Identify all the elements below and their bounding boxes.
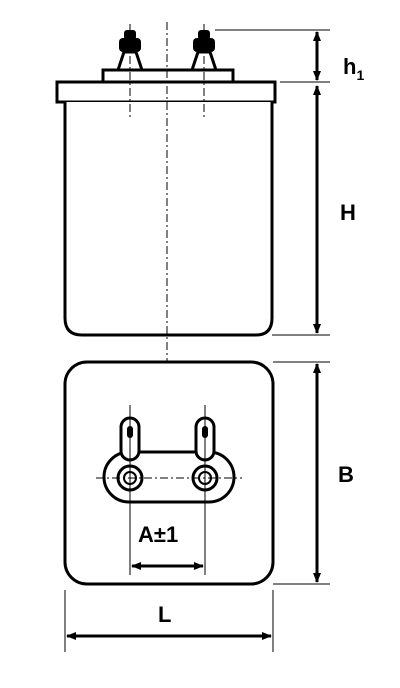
h1-label: h1: [343, 54, 364, 83]
H-label: H: [340, 200, 356, 225]
dimension-L: L: [64, 590, 274, 652]
terminal-base-plate: [101, 68, 235, 84]
A-label: A±1: [138, 522, 178, 547]
B-label: B: [338, 462, 354, 487]
side-view: [55, 24, 277, 337]
dimension-B: B: [273, 361, 354, 585]
dimension-A: A±1: [131, 522, 204, 570]
can-body: [63, 102, 274, 337]
top-view: [63, 360, 275, 586]
dimension-H: H: [272, 85, 356, 336]
L-label: L: [158, 602, 171, 627]
can-lid: [55, 80, 277, 104]
dimension-h1: h1: [215, 29, 364, 83]
left-tab: [116, 416, 144, 492]
